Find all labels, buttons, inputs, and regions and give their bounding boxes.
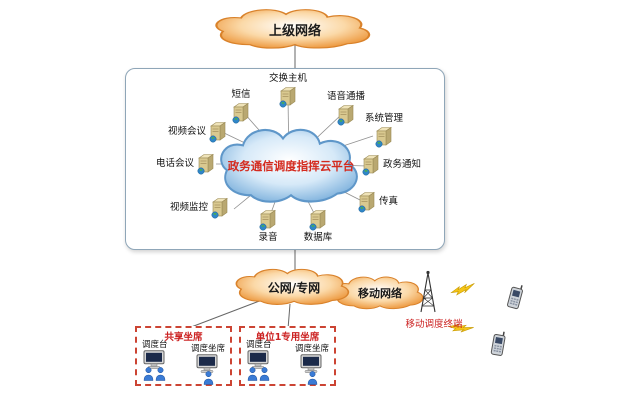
server-icon: [259, 209, 277, 231]
operator-icon: [259, 367, 270, 381]
wireless-signal-icon: [449, 279, 477, 298]
server-node-gov-notice: 政务通知: [362, 154, 421, 176]
dispatch-console: 调度坐席: [295, 344, 329, 385]
mobile-network-label: 移动网络: [358, 287, 402, 300]
operator-icon: [143, 367, 154, 381]
operator-icon: [155, 367, 166, 381]
server-icon: [279, 86, 297, 108]
operator-icon: [203, 371, 214, 385]
server-icon: [358, 191, 376, 213]
server-label: 录音: [258, 232, 278, 243]
server-node-recording: 录音: [248, 209, 288, 244]
superior-network-cloud: 上级网络: [205, 6, 385, 52]
server-icon: [197, 153, 215, 175]
server-node-sms: 短信: [221, 89, 261, 124]
operators-row: [307, 371, 318, 385]
console-label: 调度坐席: [191, 344, 226, 354]
operator-icon: [307, 371, 318, 385]
server-label: 语音通播: [326, 91, 365, 102]
server-label: 数据库: [303, 232, 333, 243]
mobile-phone-icon: [505, 282, 526, 311]
seat-group-shared: 共享坐席 调度台 调度坐席: [135, 326, 232, 386]
monitor-icon: [247, 350, 271, 370]
server-label: 政务通知: [383, 159, 422, 170]
platform-cloud: 政务通信调度指挥云平台: [211, 123, 371, 209]
server-icon: [209, 121, 227, 143]
antenna-tower-icon: [415, 270, 441, 314]
dispatch-console: 调度坐席: [191, 344, 225, 385]
server-icon: [362, 154, 380, 176]
mobile-terminal-label: 移动调度终端: [405, 319, 463, 330]
seat-group-title: 单位1专用坐席: [255, 332, 320, 343]
mobile-phone-icon: [489, 329, 508, 357]
server-label: 视频会议: [168, 126, 207, 137]
server-icon: [309, 209, 327, 231]
server-label: 系统管理: [364, 113, 403, 124]
seat-group-title: 共享坐席: [164, 332, 203, 343]
operators-row: [247, 367, 270, 381]
monitor-icon: [143, 350, 167, 370]
console-label: 调度台: [142, 340, 168, 350]
seat-group-unit1: 单位1专用坐席 调度台 调度坐席: [239, 326, 336, 386]
server-node-video-surveillance: 视频监控: [170, 197, 229, 219]
server-label: 视频监控: [170, 202, 209, 213]
server-node-database: 数据库: [298, 209, 338, 244]
server-node-exchange-host: 交换主机: [258, 73, 318, 108]
wireless-signal-icon: [446, 317, 475, 340]
server-icon: [375, 126, 393, 148]
server-label: 短信: [231, 89, 251, 100]
server-node-video-conference: 视频会议: [168, 121, 227, 143]
operator-icon: [247, 367, 258, 381]
server-label: 电话会议: [156, 158, 195, 169]
public-network-cloud: 公网/专网: [228, 266, 360, 308]
server-icon: [232, 102, 250, 124]
server-node-phone-conference: 电话会议: [156, 153, 215, 175]
mobile-network-cloud: 移动网络: [328, 274, 432, 312]
monitor-icon: [196, 354, 220, 374]
operators-row: [143, 367, 166, 381]
server-node-fax: 传真: [358, 191, 398, 213]
server-node-system-management: 系统管理: [358, 113, 410, 148]
server-label: 传真: [379, 196, 399, 207]
server-label: 交换主机: [268, 73, 307, 84]
superior-network-label: 上级网络: [268, 23, 321, 39]
console-label: 调度坐席: [295, 344, 330, 354]
public-network-label: 公网/专网: [267, 280, 321, 295]
server-icon: [337, 104, 355, 126]
operators-row: [203, 371, 214, 385]
server-icon: [211, 197, 229, 219]
console-label: 调度台: [246, 340, 272, 350]
platform-label: 政务通信调度指挥云平台: [227, 159, 355, 173]
dispatch-console: 调度台: [246, 340, 272, 381]
platform-box: 政务通信调度指挥云平台 交换主机 短信 语音通播 视频会议 系统管理 电话会议: [125, 68, 445, 250]
server-node-voice-broadcast: 语音通播: [320, 91, 372, 126]
dispatch-console: 调度台: [142, 340, 168, 381]
